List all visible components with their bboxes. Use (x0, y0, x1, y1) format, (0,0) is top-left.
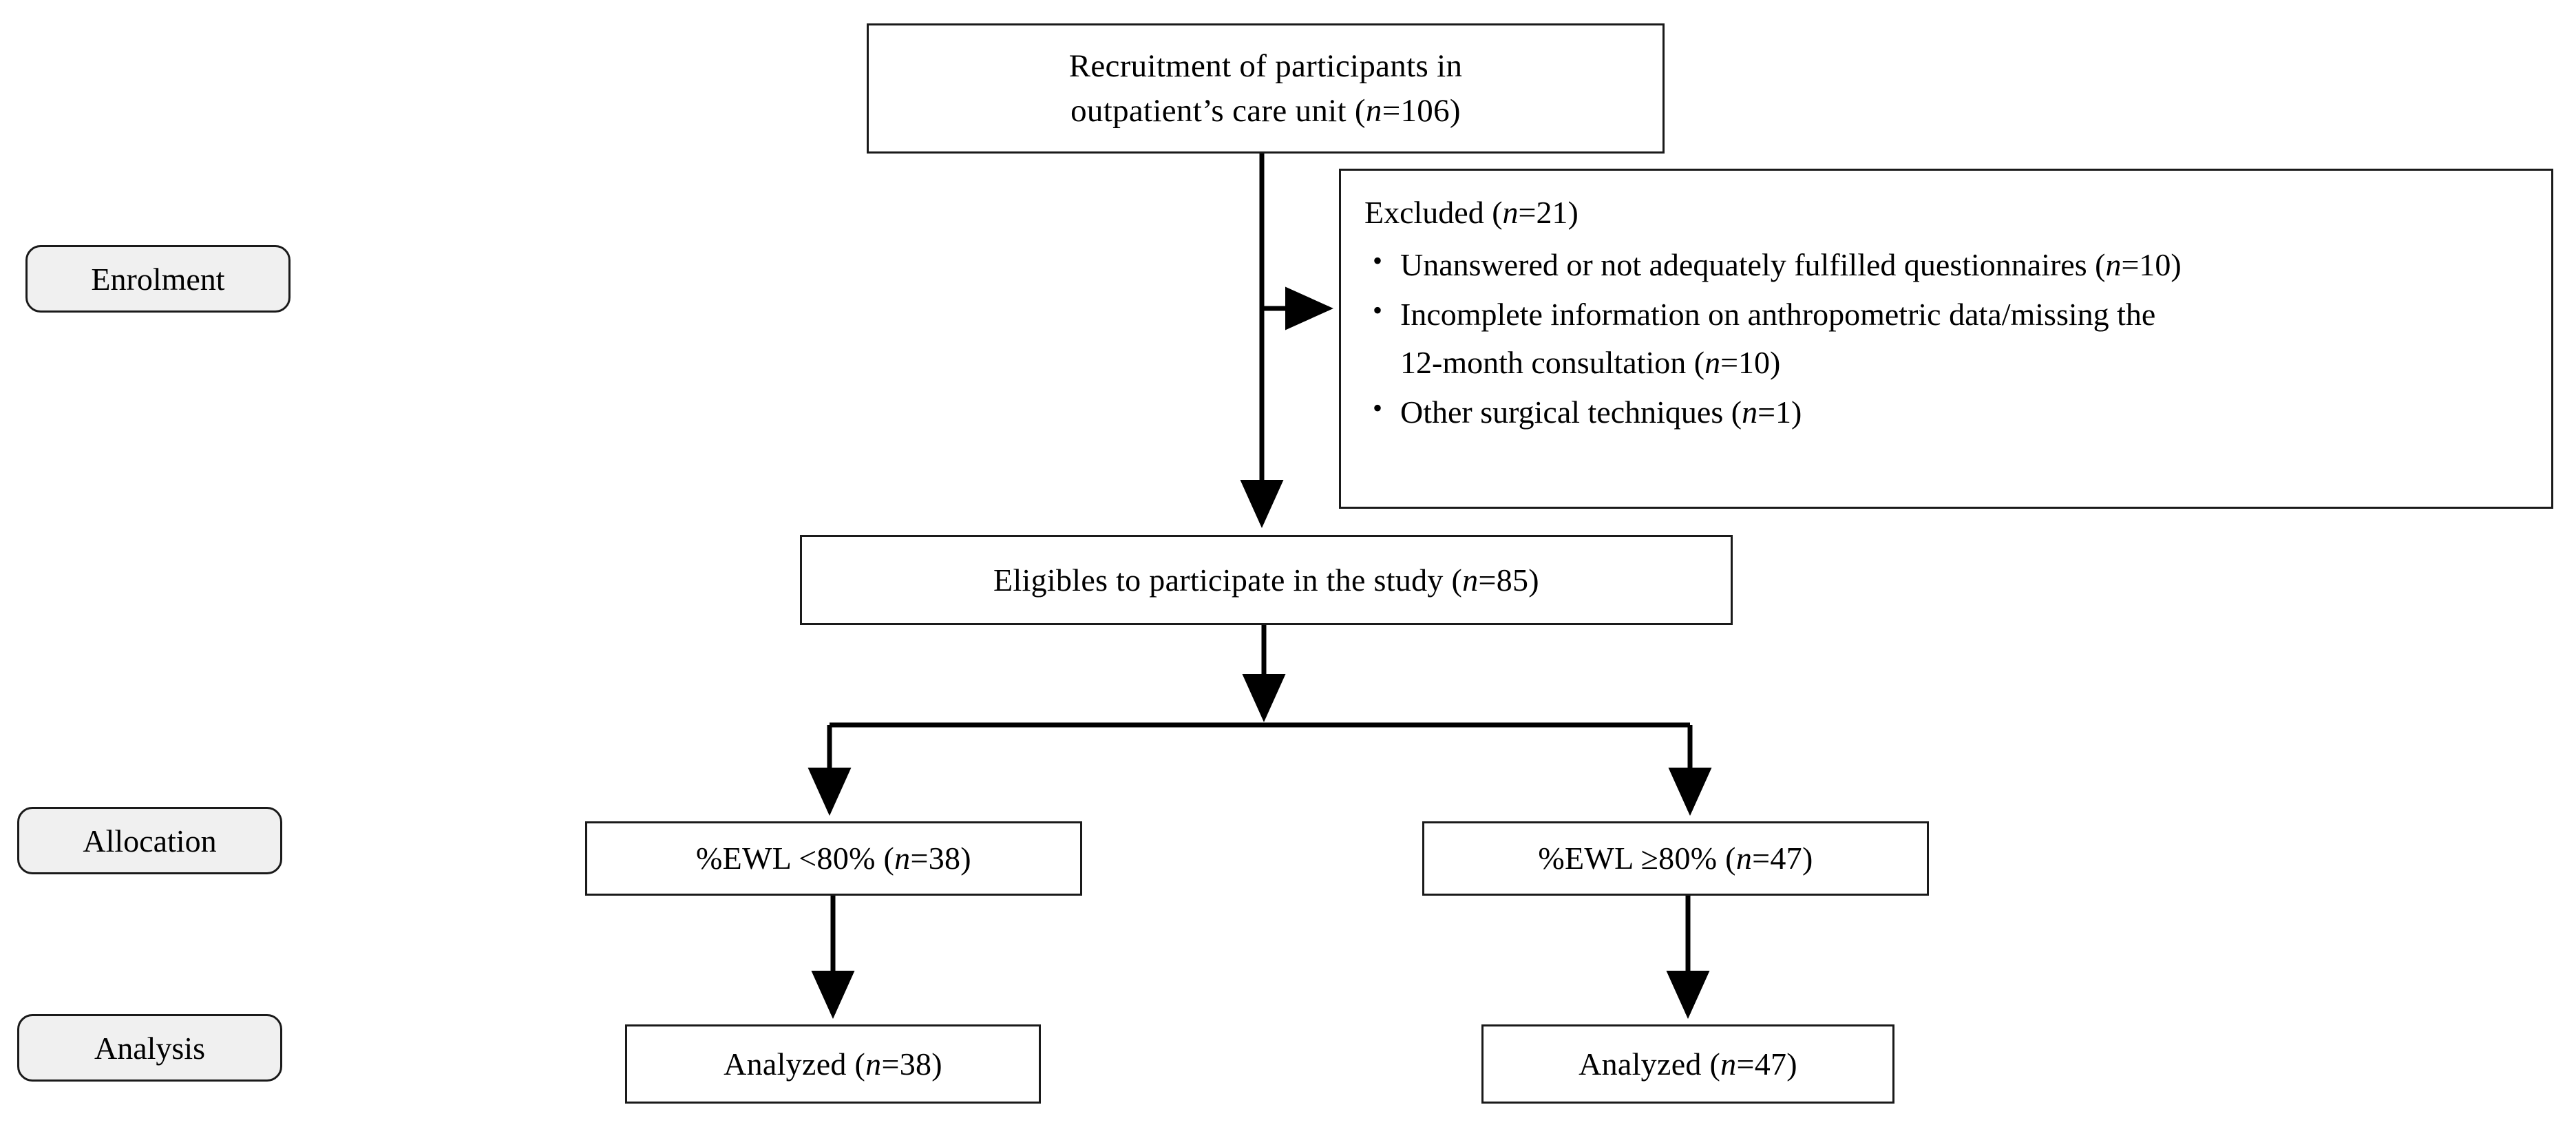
analyzed-low-n-symbol: n (865, 1046, 882, 1082)
analyzed-low-prefix: Analyzed ( (724, 1046, 866, 1082)
node-ewl-low-text: %EWL <80% (n=38) (686, 836, 981, 880)
node-ewl-high: %EWL ≥80% (n=47) (1422, 821, 1929, 896)
analyzed-high-suffix: =47) (1736, 1046, 1797, 1082)
excluded-title-prefix: Excluded ( (1364, 195, 1503, 230)
excluded-reason-2-suffix: =1) (1757, 394, 1802, 430)
stage-label-allocation-text: Allocation (83, 823, 217, 859)
node-recruitment-text: Recruitment of participants in outpatien… (1059, 44, 1472, 134)
excluded-reason-1-suffix: =10) (1720, 344, 1781, 380)
node-analyzed-low-text: Analyzed (n=38) (714, 1042, 952, 1086)
bullet-icon: • (1373, 244, 1383, 276)
excluded-reason-1-n-symbol: n (1704, 344, 1721, 380)
ewl-low-n-symbol: n (894, 841, 911, 876)
node-eligibles: Eligibles to participate in the study (n… (800, 535, 1733, 625)
excluded-reason-1-text: Incomplete information on anthropometric… (1400, 296, 2156, 332)
excluded-reason-list: • Unanswered or not adequately fulfilled… (1364, 241, 2531, 436)
ewl-low-suffix: =38) (910, 841, 971, 876)
node-analyzed-high-text: Analyzed (n=47) (1569, 1042, 1807, 1086)
excluded-title-n-symbol: n (1502, 195, 1519, 230)
excluded-reason-1-continuation: 12-month consultation (n=10) (1400, 339, 2531, 387)
node-recruitment: Recruitment of participants in outpatien… (867, 23, 1665, 154)
recruitment-line-1: Recruitment of participants in (1068, 48, 1463, 84)
bullet-icon: • (1373, 294, 1383, 326)
analyzed-high-n-symbol: n (1720, 1046, 1737, 1082)
excluded-reason-2-text: Other surgical techniques ( (1400, 394, 1742, 430)
recruitment-line-2-prefix: outpatient’s care unit ( (1070, 92, 1366, 129)
excluded-reason-0-text: Unanswered or not adequately fulfilled q… (1400, 246, 2106, 282)
node-analyzed-high: Analyzed (n=47) (1481, 1024, 1894, 1104)
excluded-reason-0-n-symbol: n (2105, 246, 2122, 282)
recruitment-n-symbol: n (1365, 92, 1382, 129)
excluded-reason-2-n-symbol: n (1742, 394, 1758, 430)
ewl-high-suffix: =47) (1752, 841, 1813, 876)
node-ewl-low: %EWL <80% (n=38) (585, 821, 1082, 896)
analyzed-low-suffix: =38) (881, 1046, 942, 1082)
bullet-icon: • (1373, 392, 1383, 423)
ewl-high-n-symbol: n (1735, 841, 1753, 876)
excluded-reason-item: • Other surgical techniques (n=1) (1364, 388, 2531, 436)
eligibles-prefix: Eligibles to participate in the study ( (993, 562, 1463, 598)
excluded-title-suffix: =21) (1518, 195, 1579, 230)
excluded-reason-item: • Incomplete information on anthropometr… (1364, 291, 2531, 387)
eligibles-suffix: =85) (1478, 562, 1539, 598)
excluded-reason-0-suffix: =10) (2121, 246, 2182, 282)
node-eligibles-text: Eligibles to participate in the study (n… (984, 558, 1549, 602)
recruitment-line-2-suffix: =106) (1382, 92, 1461, 129)
node-excluded: Excluded (n=21) • Unanswered or not adeq… (1339, 169, 2553, 509)
node-analyzed-low: Analyzed (n=38) (625, 1024, 1041, 1104)
node-ewl-high-text: %EWL ≥80% (n=47) (1528, 836, 1822, 880)
analyzed-high-prefix: Analyzed ( (1579, 1046, 1721, 1082)
excluded-title: Excluded (n=21) (1364, 189, 2531, 237)
stage-label-enrolment: Enrolment (25, 245, 291, 313)
stage-label-analysis: Analysis (17, 1014, 282, 1082)
ewl-low-prefix: %EWL <80% ( (696, 841, 895, 876)
stage-label-allocation: Allocation (17, 807, 282, 874)
excluded-reason-1-line2-prefix: 12-month consultation ( (1400, 344, 1705, 380)
excluded-reason-item: • Unanswered or not adequately fulfilled… (1364, 241, 2531, 289)
node-excluded-content: Excluded (n=21) • Unanswered or not adeq… (1364, 189, 2531, 438)
eligibles-n-symbol: n (1462, 562, 1479, 598)
ewl-high-prefix: %EWL ≥80% ( (1538, 841, 1736, 876)
stage-label-analysis-text: Analysis (94, 1030, 205, 1066)
stage-label-enrolment-text: Enrolment (91, 261, 225, 297)
